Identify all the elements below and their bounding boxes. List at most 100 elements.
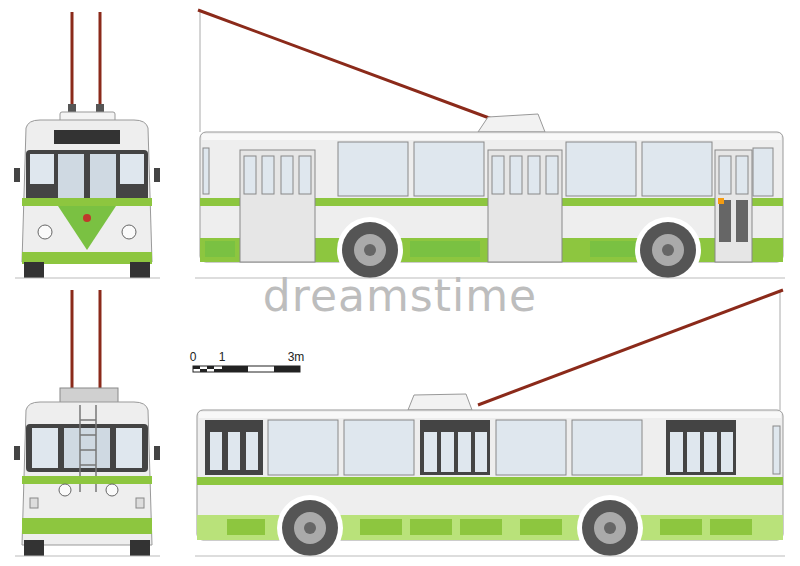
- front-view-part: [38, 225, 52, 239]
- side-view-left-part-part: [666, 420, 736, 475]
- side-view-left-part-part: [410, 519, 452, 535]
- scale-bar-part: [200, 369, 207, 372]
- side-view-right-part: [364, 244, 376, 256]
- scale-bar-part: [222, 366, 248, 372]
- scale-bar-part: [207, 366, 214, 369]
- side-view-left-part: [294, 512, 326, 544]
- side-view-left-part: [582, 500, 638, 556]
- rear-view-part: [136, 498, 144, 508]
- side-view-right-part: [202, 134, 781, 140]
- side-view-left-part-part: [687, 432, 700, 472]
- front-view-part: [24, 262, 44, 278]
- side-view-right-part: [478, 114, 545, 132]
- front-view-part: [83, 214, 91, 222]
- front-view-part: [54, 130, 120, 144]
- side-view-right-part-part: [240, 150, 315, 262]
- rear-view-part: [59, 484, 71, 496]
- side-view-left-part-part: [360, 519, 402, 535]
- side-view-right: [195, 10, 785, 283]
- side-view-right-part-part: [281, 156, 293, 194]
- front-view-part: [68, 104, 76, 112]
- side-view-left-part: [277, 495, 343, 561]
- scale-bar: [193, 366, 300, 372]
- side-view-left-part-part: [704, 432, 717, 472]
- side-view-right-part-part: [262, 156, 274, 194]
- side-view-left-part: [199, 412, 781, 418]
- side-view-left-part-part: [773, 426, 780, 474]
- side-view-right-part: [198, 10, 500, 122]
- side-view-right-part: [640, 222, 696, 278]
- side-view-right-part: [205, 241, 235, 257]
- side-view-right-part: [590, 241, 640, 257]
- front-view-part: [14, 168, 20, 182]
- rear-view-part: [22, 518, 152, 534]
- rear-view-part-part: [80, 434, 96, 436]
- scale-tick: 1: [219, 351, 226, 363]
- side-view-right-part-part: [488, 150, 562, 262]
- side-view-left-part-part: [660, 519, 702, 535]
- side-view-left-part-part: [268, 420, 338, 475]
- side-view-right-part-part: [528, 156, 540, 194]
- side-view-right-part-part: [492, 156, 504, 194]
- rear-view-part: [71, 290, 74, 392]
- side-view-left-part: [268, 420, 780, 475]
- front-view-part: [30, 154, 54, 184]
- rear-view-part: [24, 540, 44, 556]
- side-view-left-part: [282, 500, 338, 556]
- front-view-part: [130, 262, 150, 278]
- rear-view-part: [106, 484, 118, 496]
- side-view-left-part: [197, 477, 783, 485]
- rear-view-part: [26, 424, 148, 472]
- front-view-part: [90, 154, 116, 202]
- rear-view-part: [22, 402, 152, 545]
- front-view-part: [58, 206, 116, 250]
- side-view-left-part-part: [721, 432, 733, 472]
- side-view-left-part-part: [572, 420, 642, 475]
- side-view-left-part-part: [475, 432, 487, 472]
- scale-tick: 0: [190, 351, 197, 363]
- side-view-left-part-part: [210, 432, 222, 470]
- side-view-right-part: [354, 234, 386, 266]
- side-view-left-part: [304, 522, 316, 534]
- side-view-left-part: [594, 512, 626, 544]
- side-view-left-part: [780, 290, 781, 410]
- side-view-right-part-part: [753, 148, 773, 196]
- rear-view-part: [30, 498, 38, 508]
- rear-view-part-part: [80, 449, 96, 451]
- side-view-right-part-part: [736, 200, 748, 242]
- side-view-left-part: [195, 556, 785, 557]
- side-view-left-part: [577, 495, 643, 561]
- side-view-right-part-part: [566, 142, 636, 196]
- side-view-right-part: [635, 217, 701, 283]
- front-view-part: [22, 198, 152, 206]
- front-view-part: [26, 150, 148, 206]
- front-view-part: [58, 154, 84, 202]
- rear-view-part-part: [80, 464, 96, 466]
- side-view-right-part: [244, 156, 748, 194]
- side-view-left: [195, 290, 785, 561]
- side-view-right-part-part: [244, 156, 256, 194]
- side-view-left-part: [205, 420, 736, 475]
- side-view-left-part-part: [344, 420, 414, 475]
- scale-bar-part: [214, 369, 222, 372]
- front-view-part: [122, 225, 136, 239]
- scale-unit: 3m: [288, 351, 305, 363]
- side-view-left-part: [604, 522, 616, 534]
- side-view-right-part-part: [715, 150, 752, 262]
- front-view-part: [154, 168, 160, 182]
- rear-view-part: [99, 290, 102, 392]
- side-view-right-part: [652, 234, 684, 266]
- side-view-left-part-part: [670, 432, 683, 472]
- side-view-right-part-part: [736, 156, 748, 194]
- side-view-left-part-part: [441, 432, 454, 472]
- scale-bar-part: [193, 366, 300, 372]
- scale-bar-part: [193, 366, 200, 369]
- side-view-right-part-part: [510, 156, 522, 194]
- scale-bar-part: [274, 366, 300, 372]
- side-view-right-part: [662, 244, 674, 256]
- side-view-right-part: [719, 200, 748, 242]
- side-view-right-part-part: [203, 148, 209, 194]
- side-view-right-part-part: [299, 156, 311, 194]
- side-view-left-part-part: [496, 420, 566, 475]
- side-view-left-part-part: [205, 420, 263, 475]
